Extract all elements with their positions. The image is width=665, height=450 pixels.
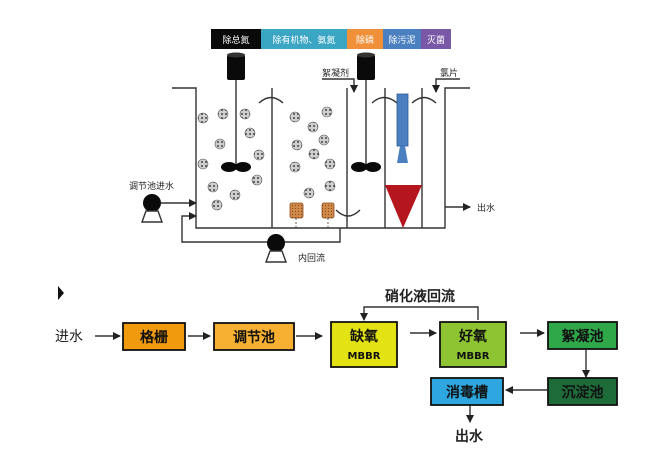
- media-ball: [291, 139, 303, 151]
- flow-box-label: 沉淀池: [562, 384, 604, 401]
- flow-box-label: 消毒槽: [446, 384, 488, 401]
- header-segment: 灭菌: [421, 29, 451, 49]
- overflow-arc-2: [371, 96, 398, 104]
- header-segment-bg: [211, 29, 261, 49]
- flow-box-sublabel: MBBR: [348, 351, 381, 362]
- mixer-impeller-1a: [221, 162, 237, 172]
- mixer-impeller-2b: [365, 162, 381, 172]
- header-segment: 除总氮: [211, 29, 261, 49]
- sedimentation-cone: [385, 185, 422, 228]
- media-ball: [239, 108, 251, 120]
- flow-box-label: 调节池: [233, 329, 275, 346]
- recycle-label: 硝化液回流: [385, 288, 455, 305]
- reflux-pump-base: [265, 250, 287, 263]
- inlet-pump: [143, 194, 161, 212]
- inlet-label: 调节池进水: [129, 180, 174, 192]
- media-carrier-2: [321, 202, 335, 219]
- media-ball: [303, 187, 315, 199]
- process-schematic: [141, 52, 471, 263]
- media-ball: [289, 161, 301, 173]
- flow-box-equalization: 调节池: [213, 322, 295, 351]
- outlet-label: 出水: [477, 202, 495, 214]
- flow-box-bg: [430, 377, 504, 406]
- header-segment: 除磷: [347, 29, 383, 49]
- header-segment-label: 除有机物、氨氮: [272, 34, 335, 46]
- mixer-motor-2: [357, 55, 375, 80]
- header-segment-label: 除污泥: [388, 34, 415, 46]
- mixer-motor-2-cap: [357, 52, 375, 58]
- media-ball: [324, 158, 336, 170]
- media-ball: [321, 106, 333, 118]
- flow-box-bg: [439, 321, 507, 368]
- nitrification-recycle-line: [360, 306, 479, 321]
- internal-reflux-pipe: [181, 212, 341, 243]
- media-ball: [253, 149, 265, 161]
- flow-box-label: 絮凝池: [562, 328, 604, 345]
- flow-box-anoxic: 缺氧 MBBR: [330, 321, 398, 368]
- header-segment-bg: [261, 29, 347, 49]
- mixer-motor-1: [227, 55, 245, 80]
- dosing-nozzle: [397, 146, 408, 163]
- media-ball: [207, 181, 219, 193]
- coagulant-dosing-line: [322, 78, 358, 93]
- flow-box-label: 缺氧: [350, 328, 378, 345]
- media-balls: [197, 106, 336, 211]
- flow-box-bg: [122, 322, 186, 351]
- flow-box-label: 格栅: [140, 329, 168, 346]
- reflux-pump: [267, 234, 285, 252]
- overflow-arc-1: [258, 96, 284, 104]
- media-ball: [197, 112, 209, 124]
- media-ball: [324, 180, 336, 192]
- tank-outline: [172, 87, 470, 229]
- flow-box-screen: 格栅: [122, 322, 186, 351]
- internal-reflux-label: 内回流: [298, 252, 325, 264]
- chlorine-dosing-line: [432, 78, 460, 93]
- header-segment-label: 灭菌: [427, 34, 445, 46]
- media-carrier-1: [289, 202, 304, 219]
- media-ball: [211, 199, 223, 211]
- dosing-tube: [396, 93, 409, 147]
- media-ball: [217, 108, 229, 120]
- inlet-pump-base: [141, 210, 163, 223]
- chlorine-label: 氯片: [440, 67, 458, 79]
- section-marker-icon: [58, 286, 64, 300]
- header-bar: 除总氮 除有机物、氨氮 除磷 除污泥灭菌: [211, 29, 451, 49]
- flow-box-bg: [213, 322, 295, 351]
- mixer-motor-1-cap: [227, 52, 245, 58]
- flow-box-sublabel: MBBR: [457, 351, 490, 362]
- flow-box-label: 好氧: [458, 328, 487, 345]
- flow-box-bg: [330, 321, 398, 368]
- flow-box-coagulation: 絮凝池: [547, 321, 618, 350]
- media-ball: [229, 189, 241, 201]
- header-segment-bg: [383, 29, 421, 49]
- flow-box-bg: [547, 321, 618, 350]
- media-ball: [251, 174, 263, 186]
- flowchart: [95, 306, 590, 423]
- flow-inlet-label: 进水: [55, 329, 83, 345]
- header-segment: 除有机物、氨氮: [261, 29, 347, 49]
- coagulant-label: 絮凝剂: [322, 67, 349, 79]
- media-ball: [289, 111, 301, 123]
- flow-box-sedimentation: 沉淀池: [547, 377, 618, 406]
- header-segment: 除污泥: [383, 29, 421, 49]
- flow-box-bg: [547, 377, 618, 406]
- header-segment-bg: [347, 29, 383, 49]
- media-ball: [244, 127, 256, 139]
- mixer-impeller-1b: [235, 162, 251, 172]
- mixer-impeller-2a: [351, 162, 367, 172]
- media-ball: [307, 121, 319, 133]
- overflow-arc-4: [335, 209, 361, 217]
- header-segment-label: 除总氮: [222, 34, 249, 46]
- header-segment-label: 除磷: [356, 34, 374, 46]
- media-ball: [197, 158, 209, 170]
- media-ball: [318, 134, 330, 146]
- flow-box-aerobic: 好氧 MBBR: [439, 321, 507, 368]
- media-ball: [308, 148, 320, 160]
- flow-box-disinfection: 消毒槽: [430, 377, 504, 406]
- header-segment-bg: [421, 29, 451, 49]
- media-ball: [214, 138, 226, 150]
- overflow-arc-3: [411, 96, 437, 104]
- flow-outlet-label: 出水: [455, 428, 484, 445]
